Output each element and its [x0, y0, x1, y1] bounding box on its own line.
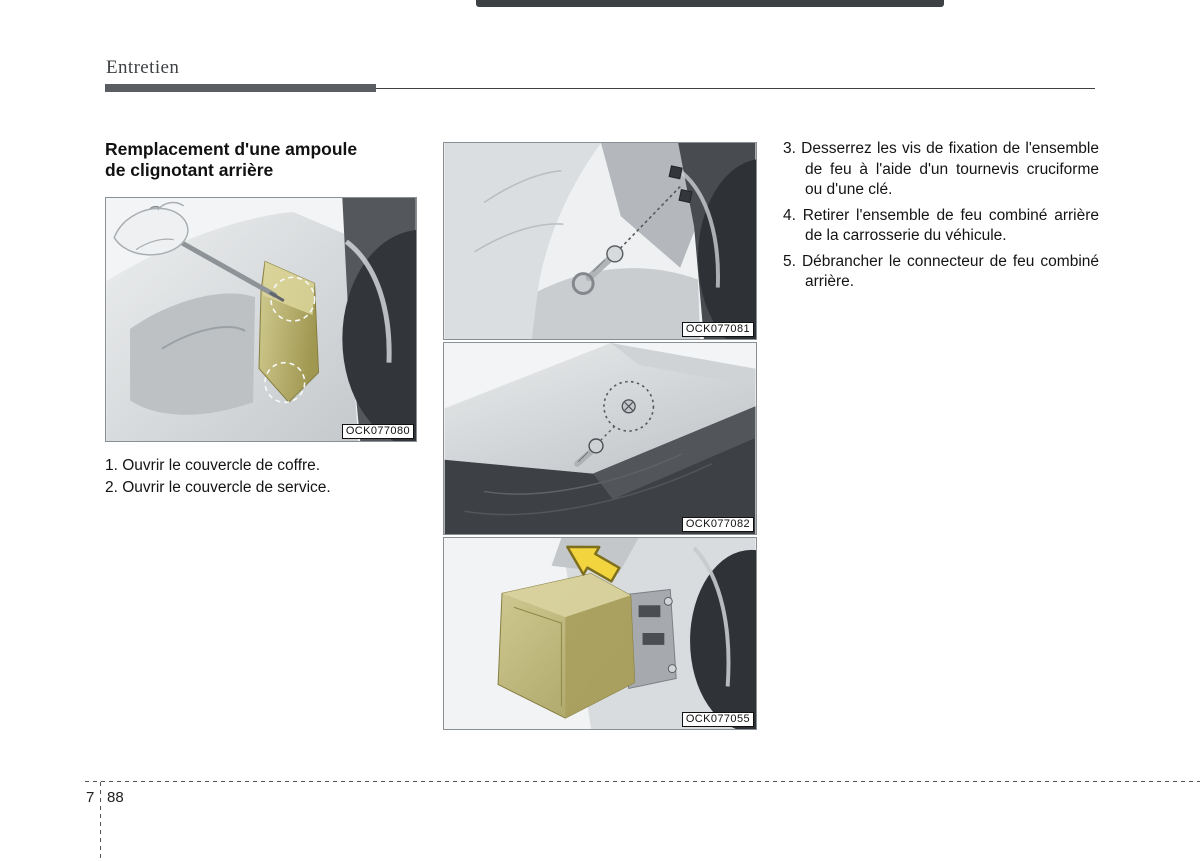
step-number: 1.: [105, 457, 118, 474]
section-heading-line2: de clignotant arrière: [105, 160, 274, 180]
screw-location-dotted-circle: [603, 380, 655, 432]
scan-edge-artifact: [476, 0, 944, 7]
figure-code: OCK077055: [681, 712, 754, 727]
procedure-steps-3-5: 3. Desserrez les vis de fixation de l'en…: [783, 139, 1099, 298]
chapter-number: 7: [86, 789, 95, 806]
footer-dashed-divider: [100, 782, 101, 861]
figure-code: OCK077082: [681, 517, 754, 532]
step-number: 3.: [783, 140, 796, 157]
step-text: Débrancher le connecteur de feu combiné …: [801, 252, 1099, 291]
removal-direction-arrow-icon: [566, 545, 621, 583]
mounting-screw: [574, 438, 604, 467]
figure-code: OCK077081: [681, 322, 754, 337]
header-rule: [105, 88, 1095, 89]
step-number: 4.: [783, 206, 796, 224]
mounting-bracket: [678, 189, 693, 204]
mounting-bracket: [668, 165, 683, 180]
step-5: 5. Débrancher le connecteur de feu combi…: [783, 252, 1099, 293]
step-text: Ouvrir le couvercle de coffre.: [122, 457, 321, 474]
figure-screw-removal: OCK077081: [443, 142, 757, 340]
procedure-steps-1-2: 1. Ouvrir le couvercle de coffre. 2. Ouv…: [105, 455, 435, 498]
section-heading-line1: Remplacement d'une ampoule: [105, 139, 358, 159]
page-number: 88: [107, 789, 124, 806]
figure-lamp-removal: OCK077055: [443, 537, 757, 730]
figure-code: OCK077080: [341, 424, 414, 439]
step-4: 4. Retirer l'ensemble de feu combiné arr…: [783, 206, 1099, 247]
step-number: 5.: [783, 252, 796, 270]
rear-combination-lamp-highlight: [497, 573, 636, 719]
illustration-service-cover: [106, 198, 416, 441]
illustration-screw-removal: [444, 143, 756, 339]
figure-service-cover-highlight: OCK077080: [105, 197, 417, 442]
section-heading: Remplacement d'une ampoule de clignotant…: [105, 139, 435, 181]
screw-head: [621, 399, 636, 414]
step-1: 1. Ouvrir le couvercle de coffre.: [105, 455, 435, 477]
trunk-lid: [444, 343, 756, 474]
step-text: Desserrez les vis de fixation de l'ensem…: [801, 140, 1099, 198]
tire: [690, 549, 756, 729]
figure-trunk-screw-locations: OCK077082: [443, 342, 757, 535]
illustration-trunk-screws: [444, 343, 756, 534]
step-text: Ouvrir le couvercle de service.: [122, 478, 331, 496]
dashed-circle-bottom: [264, 361, 306, 404]
step-text: Retirer l'ensemble de feu combiné arrièr…: [802, 206, 1099, 245]
illustration-lamp-removal: [444, 538, 756, 729]
step-2: 2. Ouvrir le couvercle de service.: [105, 477, 435, 499]
dashed-circle-top: [270, 276, 316, 322]
step-3: 3. Desserrez les vis de fixation de l'en…: [783, 139, 1099, 201]
footer-dashed-rule: [85, 781, 1200, 782]
header-accent-bar: [105, 84, 376, 92]
hand-icon: [113, 201, 189, 256]
chapter-title: Entretien: [106, 57, 180, 78]
tire: [698, 159, 756, 339]
mounting-screw: [571, 245, 624, 295]
tire: [342, 230, 416, 441]
step-number: 2.: [105, 478, 118, 496]
